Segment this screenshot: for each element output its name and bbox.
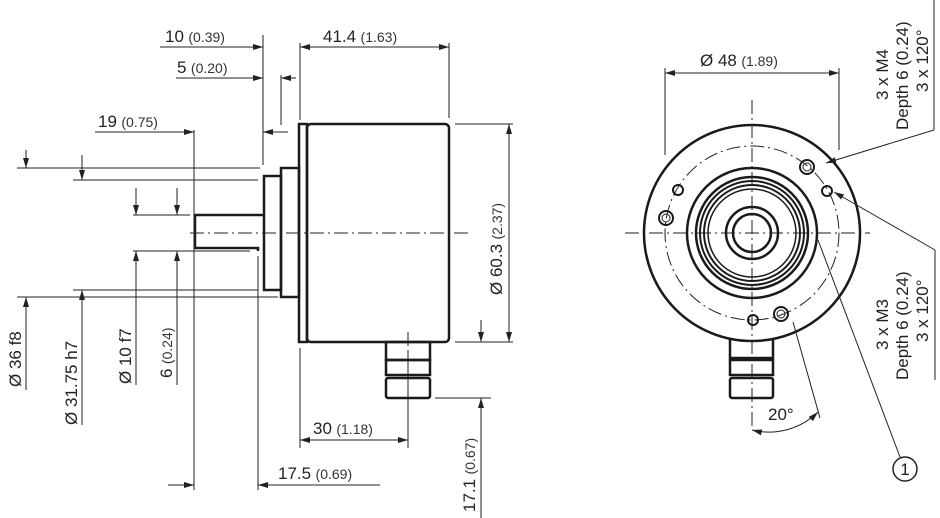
- dim-d36-label: Ø 36 f8: [6, 331, 25, 387]
- m3-note-line2: Depth 6 (0.24): [893, 271, 912, 380]
- dimension-lines: [23, 44, 512, 518]
- extension-lines: [17, 35, 513, 490]
- m4-note-line1: 3 x M4: [873, 49, 892, 100]
- dim-19-label: 19 (0.75): [98, 112, 158, 131]
- angle-label: 20°: [768, 405, 794, 424]
- dim-6-label: 6 (0.24): [157, 328, 176, 379]
- dim-d10-label: Ø 10 f7: [116, 328, 135, 384]
- dim-d48-label: Ø 48 (1.89): [700, 51, 778, 70]
- dim-41-4-label: 41.4 (1.63): [323, 27, 397, 46]
- dim-d60-3-label: Ø 60.3 (2.37): [487, 203, 506, 295]
- front-view: Ø 48 (1.89) 3 x M4 Depth 6 (0.24) 3 x 12…: [625, 0, 936, 482]
- bolt-circle: [664, 145, 840, 321]
- dim-17-1-label: 17.1 (0.67): [460, 438, 479, 512]
- dim-30-label: 30 (1.18): [313, 419, 373, 438]
- m4-note-line3: 3 x 120°: [913, 29, 932, 92]
- dim-17-5-label: 17.5 (0.69): [278, 464, 352, 483]
- side-view: 10 (0.39) 41.4 (1.63) 5 (0.20) 19 (0.75)…: [6, 27, 513, 518]
- encoder-body-side: [190, 122, 470, 400]
- m4-thread-note: 3 x M4 Depth 6 (0.24) 3 x 120°: [873, 21, 932, 130]
- dim-d31-75-label: Ø 31.75 h7: [62, 341, 81, 425]
- dim-5-label: 5 (0.20): [177, 58, 228, 77]
- m3-note-line3: 3 x 120°: [913, 279, 932, 342]
- callout-number: 1: [900, 460, 909, 479]
- front-dimension-lines: [664, 0, 936, 458]
- m4-note-line2: Depth 6 (0.24): [893, 21, 912, 130]
- dim-10-label: 10 (0.39): [165, 27, 225, 46]
- m3-note-line1: 3 x M3: [873, 299, 892, 350]
- callout-1: 1: [892, 456, 918, 482]
- m3-thread-note: 3 x M3 Depth 6 (0.24) 3 x 120°: [873, 271, 932, 380]
- mounting-holes: [658, 159, 833, 326]
